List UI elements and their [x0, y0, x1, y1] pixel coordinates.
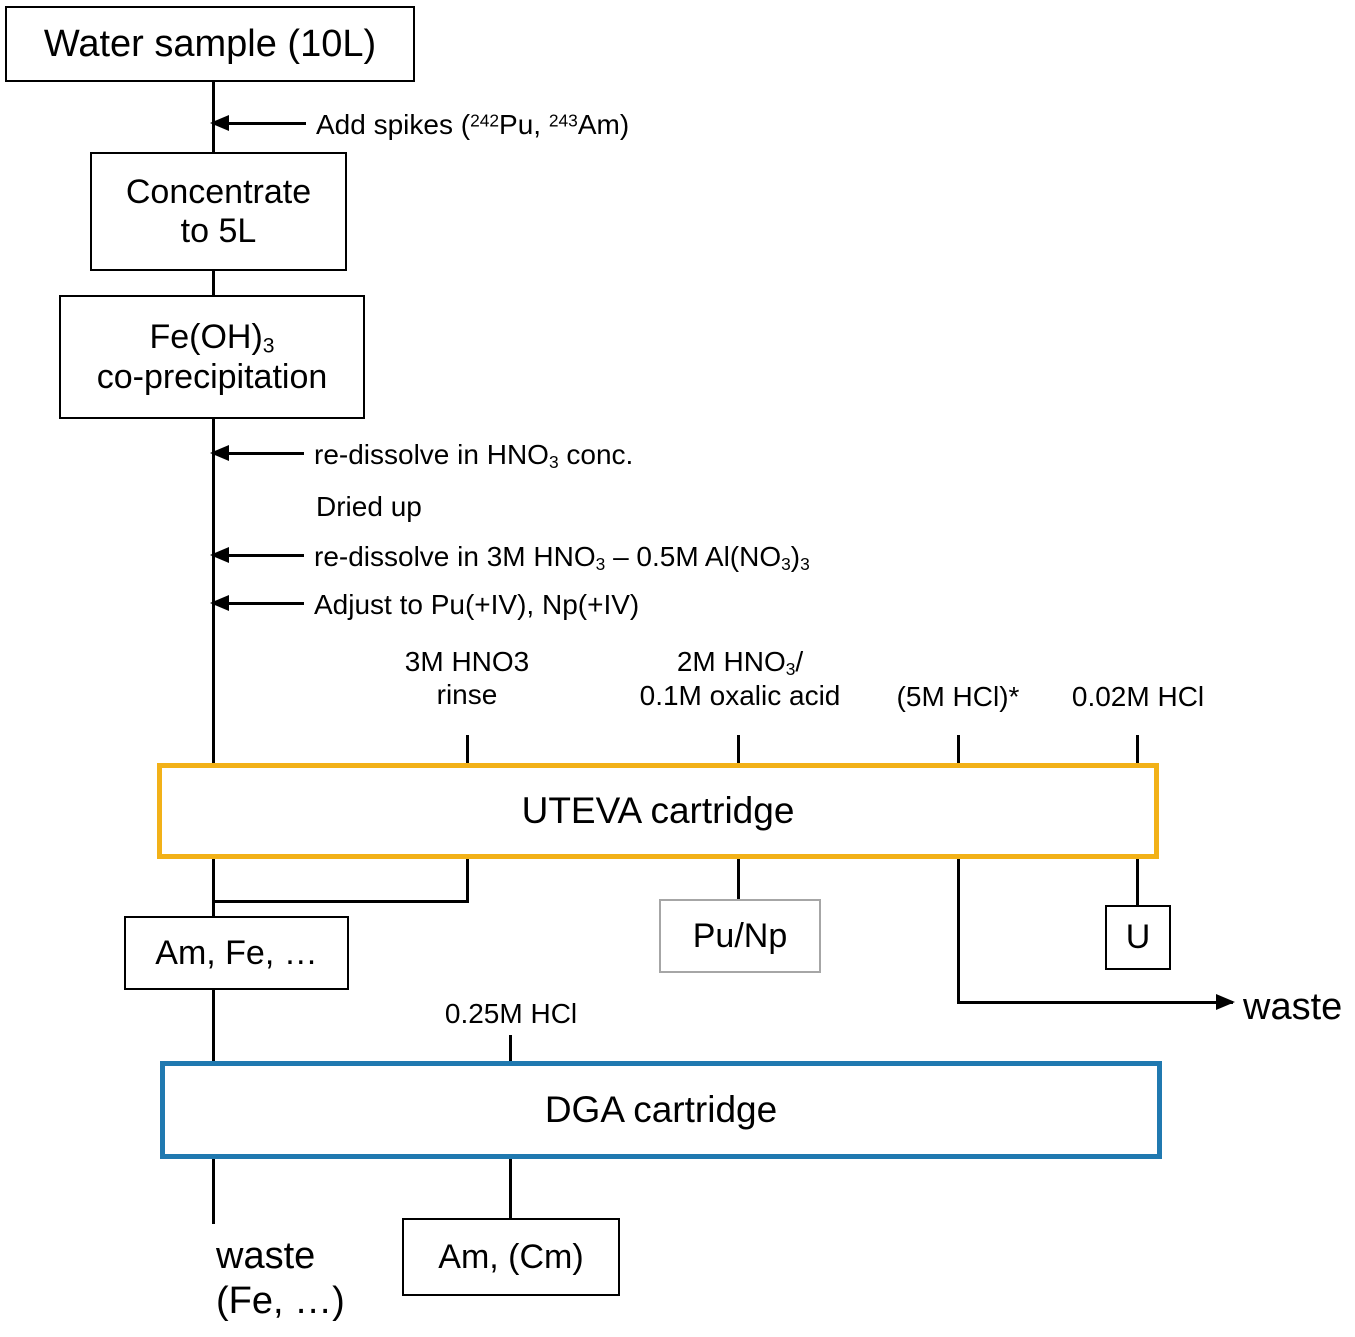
tick-reagent-025m-hcl	[509, 1035, 512, 1065]
connector-uteva-to-waste	[957, 857, 960, 1003]
box-pu-np-output: Pu/Np	[659, 899, 821, 973]
label-dried-up: Dried up	[316, 491, 422, 522]
connector-uteva-rinse-down	[466, 857, 469, 903]
label-redissolve-hno3: re-dissolve in HNO3 conc.	[314, 439, 634, 472]
connector-dga-to-amcm	[509, 1157, 512, 1220]
connector-amfe-to-dga	[212, 988, 215, 1064]
tick-reagent-5m-hcl	[957, 735, 960, 767]
arrow-redissolve-al-nitrate	[210, 547, 304, 563]
box-am-cm-label: Am, (Cm)	[438, 1237, 584, 1276]
connector-feoh3-to-uteva	[212, 417, 215, 765]
label-redissolve-al-nitrate: re-dissolve in 3M HNO3 – 0.5M Al(NO3)3	[314, 541, 810, 574]
arrow-adjust-oxidation-state	[210, 595, 304, 611]
connector-dga-to-waste	[212, 1157, 215, 1224]
label-waste-right: waste	[1243, 986, 1343, 1028]
box-uteva-cartridge-label: UTEVA cartridge	[521, 790, 795, 832]
label-reagent-025m-hcl: 0.25M HCl	[444, 998, 578, 1029]
box-uranium-output: U	[1105, 905, 1171, 970]
label-reagent-oxalic-acid: 2M HNO3/ 0.1M oxalic acid	[639, 646, 841, 712]
connector-uteva-to-punp	[737, 857, 740, 901]
box-concentrate-label: Concentrate to 5L	[125, 173, 312, 250]
label-reagent-5m-hcl: (5M HCl)*	[896, 681, 1020, 712]
box-uteva-cartridge: UTEVA cartridge	[157, 763, 1159, 859]
arrow-redissolve-hno3	[210, 445, 304, 461]
tick-reagent-002m-hcl	[1136, 735, 1139, 767]
label-waste-bottom: waste (Fe, …)	[216, 1235, 345, 1322]
label-reagent-002m-hcl: 0.02M HCl	[1071, 681, 1205, 712]
box-feoh3-coprecipitation: Fe(OH)3 co-precipitation	[59, 295, 365, 419]
box-uranium-label: U	[1125, 918, 1151, 957]
box-pu-np-label: Pu/Np	[692, 916, 788, 955]
tick-reagent-oxalic-acid	[737, 735, 740, 767]
connector-concentrate-to-feoh3	[212, 269, 215, 297]
box-dga-cartridge: DGA cartridge	[160, 1061, 1162, 1159]
box-am-fe-output: Am, Fe, …	[124, 916, 349, 990]
box-water-sample-label: Water sample (10L)	[43, 22, 377, 65]
box-dga-cartridge-label: DGA cartridge	[544, 1089, 778, 1131]
connector-uteva-to-amfe-left	[212, 857, 215, 919]
feoh3-subscript: 3	[262, 334, 275, 358]
box-am-fe-label: Am, Fe, …	[155, 933, 318, 972]
box-feoh3-label: Fe(OH)3 co-precipitation	[96, 317, 328, 397]
arrow-waste-right	[957, 994, 1235, 1010]
box-am-cm-output: Am, (Cm)	[402, 1218, 620, 1296]
arrow-add-spikes	[210, 115, 306, 131]
label-add-spikes: Add spikes (242Pu, 243Am)	[316, 109, 630, 140]
connector-uteva-to-uranium	[1136, 857, 1139, 907]
box-water-sample: Water sample (10L)	[5, 6, 415, 82]
label-reagent-3m-hno3-rinse: 3M HNO3 rinse	[404, 646, 530, 711]
tick-reagent-3m-hno3-rinse	[466, 735, 469, 767]
connector-rinse-merge	[212, 900, 469, 903]
box-concentrate: Concentrate to 5L	[90, 152, 347, 271]
label-adjust-oxidation-state: Adjust to Pu(+IV), Np(+IV)	[314, 589, 640, 620]
